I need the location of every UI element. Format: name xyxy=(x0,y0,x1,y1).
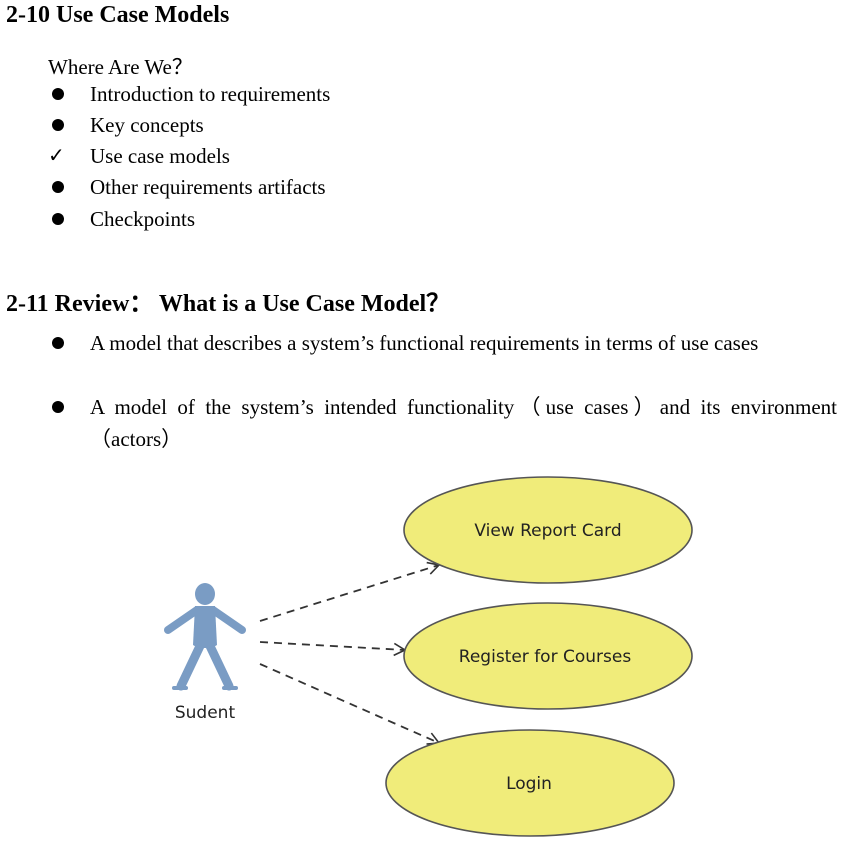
association-arrow xyxy=(259,663,441,745)
person-icon xyxy=(164,583,246,691)
association-arrow xyxy=(259,641,407,657)
agenda-item-label: Use case models xyxy=(90,144,230,168)
where-are-we-label: Where Are We？ xyxy=(48,55,193,79)
review-item-text: A model that describes a system’s functi… xyxy=(90,331,759,355)
agenda-item-label: Introduction to requirements xyxy=(90,82,331,106)
use-case-label: Register for Courses xyxy=(459,647,632,667)
bullet-icon xyxy=(52,88,64,100)
agenda-item-label: Key concepts xyxy=(90,113,204,137)
bullet-icon xyxy=(52,213,64,225)
bullet-icon xyxy=(52,119,64,131)
use-case-view-report-card: View Report Card xyxy=(403,476,693,584)
bullet-icon xyxy=(52,181,64,193)
review-item-text: A model of the system’s intended functio… xyxy=(90,395,837,451)
bullet-icon xyxy=(52,401,64,413)
agenda-item-label: Checkpoints xyxy=(90,207,195,231)
actor-name: Sudent xyxy=(175,703,236,723)
checkmark-icon: ✓ xyxy=(48,143,65,167)
use-case-diagram: Sudent View Report Card Register for Cou… xyxy=(164,476,693,837)
use-case-label: Login xyxy=(506,774,552,794)
section-heading-use-case-models: 2-10 Use Case Models xyxy=(6,2,230,28)
use-case-label: View Report Card xyxy=(474,521,621,541)
use-case-register-for-courses: Register for Courses xyxy=(403,602,693,710)
section-heading-review: 2-11 Review： What is a Use Case Model？ xyxy=(6,291,451,317)
bullet-icon xyxy=(52,337,64,349)
agenda-item-label: Other requirements artifacts xyxy=(90,175,326,199)
use-case-login: Login xyxy=(385,729,675,837)
association-arrow xyxy=(259,561,441,622)
actor-student: Sudent xyxy=(164,583,246,723)
